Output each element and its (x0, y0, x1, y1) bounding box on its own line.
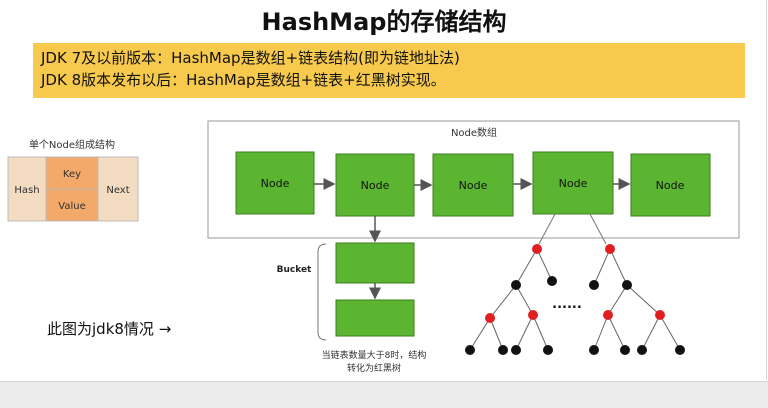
node-array-label: Node数组 (451, 126, 497, 139)
jdk-notes-box: JDK 7及以前版本：HashMap是数组+链表结构(即为链地址法) JDK 8… (33, 43, 745, 98)
array-node-4 (532, 151, 614, 215)
key-label: Key (63, 169, 81, 180)
left-tree-leaf (465, 345, 475, 355)
bucket-node-1 (335, 242, 415, 284)
slide-frame (766, 0, 767, 380)
left-tree-leaf (511, 345, 521, 355)
left-tree-red-node (528, 310, 538, 320)
array-node-3 (432, 153, 514, 217)
right-tree-leaf (589, 345, 599, 355)
tree-note-line-2: 转化为红黑树 (347, 362, 401, 374)
hash-label: Hash (14, 185, 39, 196)
node-structure-caption: 单个Node组成结构 (29, 138, 115, 151)
tree-arrow-left (538, 213, 556, 245)
array-node-2-label: Node (361, 179, 390, 192)
left-tree-leaf (498, 345, 508, 355)
array-node-3-label: Node (459, 179, 488, 192)
left-tree-leaf (543, 345, 553, 355)
bucket-brace (317, 243, 327, 341)
bucket-label: Bucket (277, 265, 312, 275)
bottom-toolbar (0, 381, 768, 408)
right-tree-red-node (603, 310, 613, 320)
right-tree-leaf (675, 345, 685, 355)
next-cell (97, 156, 139, 222)
right-tree-red-node (655, 310, 665, 320)
right-tree-leaf (620, 345, 630, 355)
array-node-2 (335, 153, 415, 217)
array-node-5-label: Node (656, 179, 685, 192)
next-label: Next (106, 185, 129, 196)
right-tree-black-node (622, 280, 632, 290)
array-node-5 (630, 153, 711, 217)
hash-cell (7, 156, 47, 222)
node-structure: Hash Key Value Next (7, 156, 139, 222)
right-red-black-tree (593, 248, 681, 351)
left-red-black-tree (469, 248, 553, 351)
right-tree-root-red (605, 244, 615, 254)
left-tree-black-node (511, 280, 521, 290)
tree-note-line-1: 当链表数量大于8时，结构 (322, 349, 427, 361)
page-title: HashMap的存储结构 (261, 8, 507, 36)
tree-ellipsis: ...... (552, 297, 582, 312)
right-tree-leaf (637, 345, 647, 355)
value-label: Value (58, 201, 85, 212)
array-node-1 (235, 151, 315, 215)
jdk7-note: JDK 7及以前版本：HashMap是数组+链表结构(即为链地址法) (41, 49, 460, 67)
array-node-4-label: Node (559, 177, 588, 190)
right-tree-black-node (589, 280, 599, 290)
array-node-1-label: Node (261, 177, 290, 190)
left-tree-red-node (485, 313, 495, 323)
left-tree-black-node (547, 276, 557, 286)
left-tree-root-red (532, 244, 542, 254)
bucket-node-2 (335, 299, 415, 337)
tree-arrow-right (589, 213, 607, 245)
jdk8-caption: 此图为jdk8情况 → (47, 320, 172, 338)
jdk8-note: JDK 8版本发布以后：HashMap是数组+链表+红黑树实现。 (41, 71, 446, 89)
